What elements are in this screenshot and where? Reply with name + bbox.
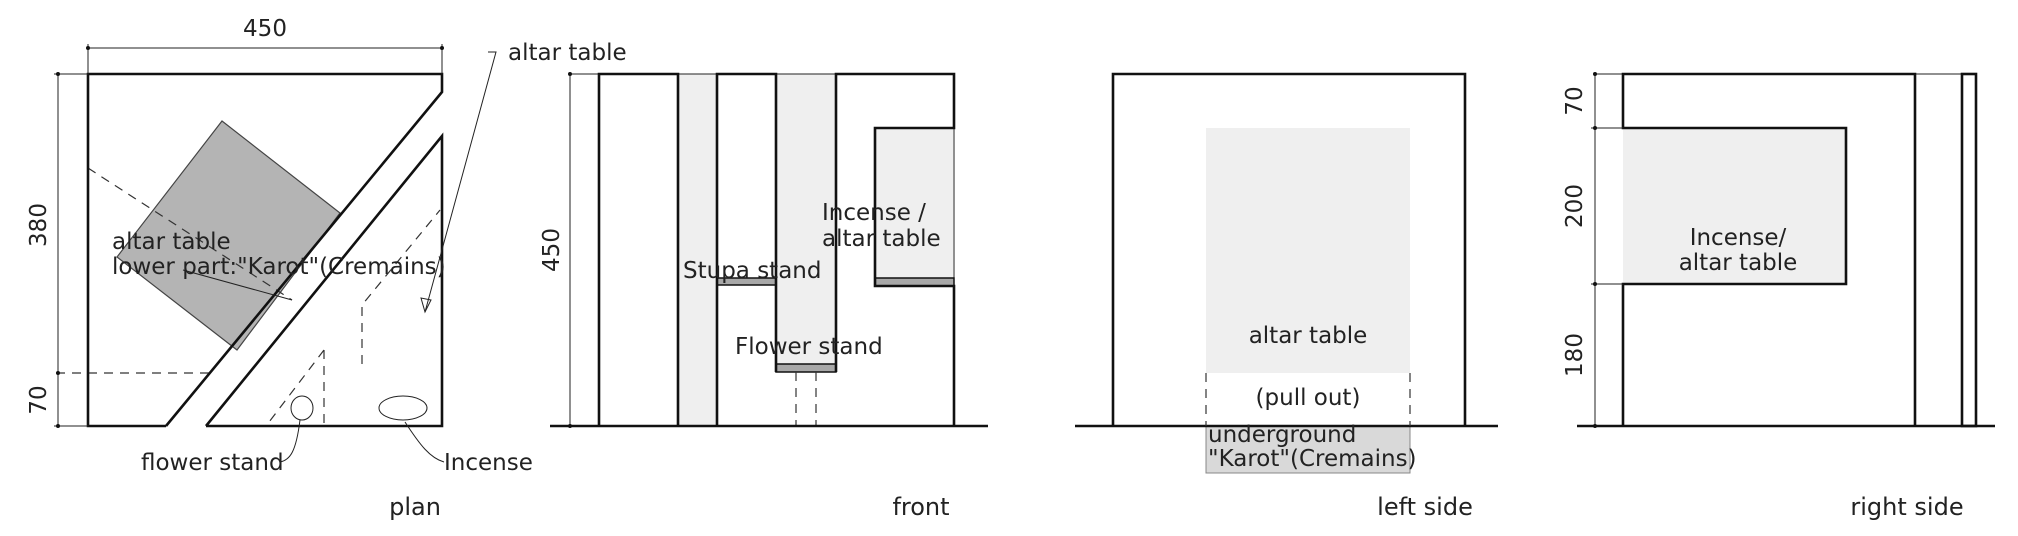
left-side-altar-table-label: altar table: [1249, 323, 1368, 349]
plan-dim-tick: [86, 46, 90, 50]
front-flower-stand-label: Flower stand: [735, 334, 883, 360]
front-incense-fill: [875, 128, 953, 278]
left-side-underground-label-1: underground: [1208, 422, 1356, 448]
plan-incense-symbol: [378, 395, 428, 421]
front-dim-tick: [568, 424, 572, 428]
plan-flower-stand-symbol: [290, 395, 314, 421]
plan-dim-depth-lower-text: 70: [26, 385, 52, 414]
plan-right-outline: [204, 132, 444, 428]
plan-callout-incense: [404, 421, 445, 463]
right-side-dim-tick: [1593, 282, 1597, 286]
plan-dim-tick: [440, 46, 444, 50]
right-side-dim-tick: [1593, 424, 1597, 428]
right-side-edge-strip: [1960, 72, 1978, 428]
plan-incense-label: Incense: [444, 450, 533, 476]
front-dim-height-text: 450: [539, 228, 565, 272]
front-view: 450 Stupa stand Incense / altar table Fl…: [539, 72, 988, 521]
right-side-incense-label-1: Incense/: [1690, 225, 1787, 251]
front-dim-tick: [568, 72, 572, 76]
left-side-title: left side: [1377, 493, 1473, 521]
right-side-dim-tick: [1593, 72, 1597, 76]
plan-altar-table-callout-label: altar table: [508, 40, 627, 66]
plan-dim-tick: [56, 72, 60, 76]
plan-lower-part-label: lower part:"Karot"(Cremains): [112, 254, 446, 280]
right-side-dim-bottom-text: 180: [1562, 333, 1588, 377]
left-side-underground-box: [1205, 425, 1411, 474]
front-title: front: [892, 493, 949, 521]
left-side-outline: [1111, 72, 1467, 426]
plan-dim-tick: [56, 424, 60, 428]
plan-dim-tick: [56, 371, 60, 375]
plan-hidden-line: [361, 209, 441, 364]
front-incense-label-2: altar table: [822, 226, 941, 252]
plan-callout-arrowhead: [420, 297, 432, 314]
right-side-view: 70 200 180 Incense/ altar table right si…: [1562, 72, 1995, 521]
front-stupa-stand-fill: [678, 74, 717, 426]
plan-view: 450 380 70 altar table altar table lower…: [26, 16, 627, 521]
front-flower-stand-shelf: [775, 363, 837, 373]
front-panel-1: [597, 72, 680, 426]
front-panel-3: [834, 72, 956, 426]
right-side-dim-middle-text: 200: [1562, 184, 1588, 228]
right-side-incense-fill: [1623, 128, 1846, 284]
left-side-view: altar table (pull out) underground "Karo…: [1075, 72, 1498, 521]
right-side-outline: [1621, 72, 1917, 426]
right-side-title: right side: [1850, 493, 1963, 521]
left-side-pull-out-label: (pull out): [1256, 385, 1361, 411]
left-side-altar-table: [1206, 128, 1410, 373]
plan-dim-width-text: 450: [243, 16, 287, 42]
right-side-dim-top-text: 70: [1562, 86, 1588, 115]
right-side-dim-tick: [1593, 126, 1597, 130]
front-stupa-stand-label: Stupa stand: [683, 258, 821, 284]
plan-hidden-line: [265, 349, 325, 427]
plan-left-outline: [86, 72, 444, 428]
front-flower-stand-fill: [776, 74, 836, 370]
front-panel-2: [715, 72, 778, 426]
plan-altar-table-label: altar table: [112, 229, 231, 255]
right-side-incense-label-2: altar table: [1679, 250, 1798, 276]
plan-callout-altar-table: [424, 51, 497, 313]
plan-callout-flower-stand: [279, 419, 301, 463]
plan-title: plan: [389, 493, 441, 521]
plan-dim-depth-upper-text: 380: [26, 203, 52, 247]
plan-callout-lower-part: [182, 269, 293, 301]
left-side-underground-label-2: "Karot"(Cremains): [1208, 446, 1417, 472]
plan-flower-stand-label: flower stand: [141, 450, 284, 476]
front-incense-label-1: Incense /: [822, 200, 926, 226]
plan-hidden-line: [87, 167, 293, 301]
plan-altar-table-block: [116, 120, 341, 351]
